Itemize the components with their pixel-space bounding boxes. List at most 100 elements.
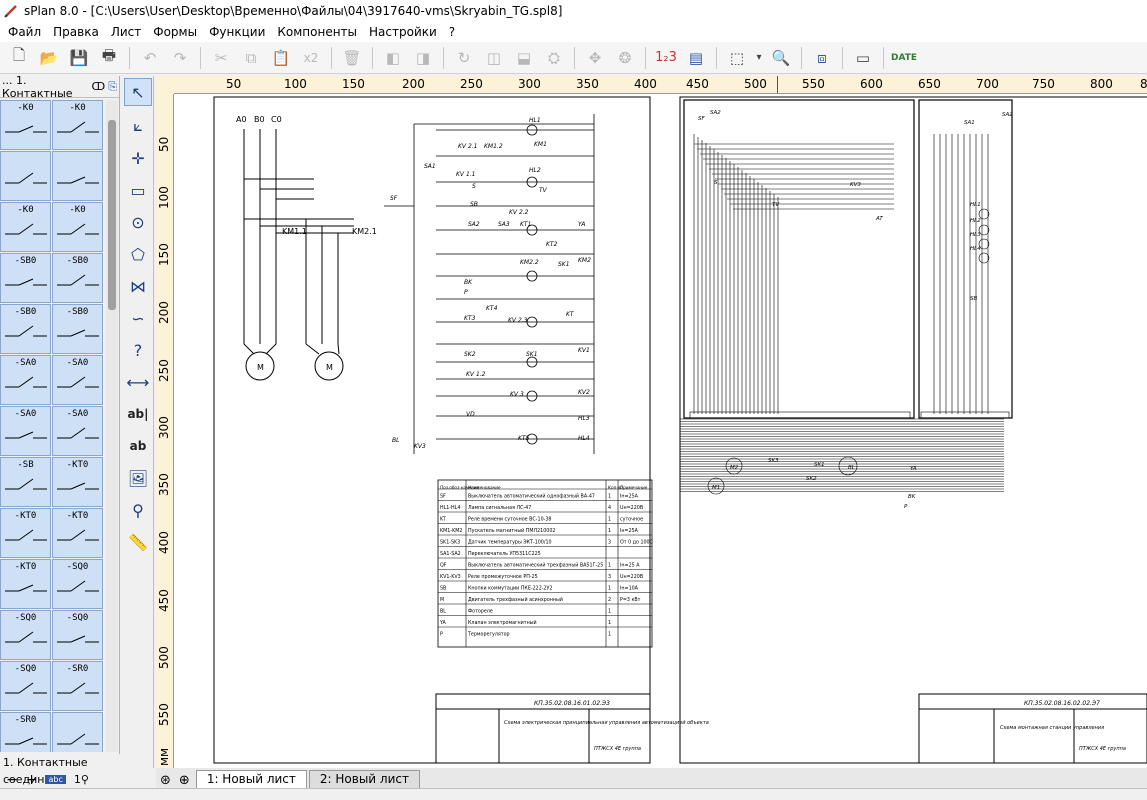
library-component[interactable]	[52, 151, 103, 201]
ruler-corner	[156, 76, 174, 94]
update-icon[interactable]: DATE	[890, 52, 918, 63]
tabs-nav-icon[interactable]: ⊛	[160, 773, 171, 788]
bezier-icon[interactable]: ⋈	[130, 276, 146, 296]
textbox-icon[interactable]: ab	[129, 439, 147, 453]
menu-file[interactable]: Файл	[8, 25, 42, 39]
library-component[interactable]: -SA0	[0, 355, 51, 405]
library-component[interactable]: -SB0	[0, 304, 51, 354]
library-dropdown[interactable]: ... 1. Контактные	[2, 73, 73, 100]
magnifier-icon[interactable]: ⚲	[132, 500, 144, 520]
snap-icon[interactable]: ✥	[588, 48, 602, 67]
library-component[interactable]: -SA0	[0, 406, 51, 456]
library-component[interactable]: -SR0	[0, 712, 51, 752]
library-component[interactable]: -KT0	[0, 559, 51, 609]
text-icon[interactable]: ab|	[127, 407, 149, 421]
menu-functions[interactable]: Функции	[209, 25, 266, 39]
mirror-v-icon[interactable]: ⬓	[516, 48, 532, 67]
redo-icon[interactable]: ↷	[173, 48, 187, 67]
rotate-icon[interactable]: ↻	[457, 48, 471, 67]
library-component[interactable]: -K0	[52, 202, 103, 252]
component-ref-label: KV 1.2	[466, 371, 486, 378]
library-component[interactable]: -SB0	[52, 253, 103, 303]
library-component[interactable]: -SB	[0, 457, 51, 507]
library-component[interactable]	[52, 712, 103, 752]
duplicate-icon[interactable]: x2	[303, 50, 319, 65]
undo-icon[interactable]: ↶	[143, 48, 157, 67]
tab-sheet-2[interactable]: 2: Новый лист	[308, 770, 420, 788]
component-ref-label: SA2	[468, 221, 480, 228]
scroll-thumb[interactable]	[108, 120, 116, 310]
polygon-icon[interactable]: ⬠	[131, 244, 145, 264]
image-icon[interactable]: 🖼	[127, 468, 149, 488]
grid-icon[interactable]: ⬚	[729, 48, 745, 67]
library-component[interactable]: -KT0	[52, 508, 103, 558]
bom-cell: 1	[608, 517, 611, 523]
menu-sheet[interactable]: Лист	[110, 25, 142, 39]
zoom-in-icon[interactable]: +	[25, 771, 38, 788]
menu-help[interactable]: ?	[448, 25, 456, 39]
library-component[interactable]: -SB0	[52, 304, 103, 354]
library-component[interactable]: -SQ0	[52, 559, 103, 609]
send-back-icon[interactable]: ◨	[415, 48, 431, 67]
contact-symbol-icon	[5, 223, 47, 235]
library-component[interactable]: -SR0	[52, 661, 103, 711]
component-list-icon[interactable]: ▤	[688, 48, 704, 67]
measure-icon[interactable]: 📏	[128, 532, 148, 552]
search-icon[interactable]: 1⚲	[73, 773, 89, 786]
library-component[interactable]: -KT0	[52, 457, 103, 507]
fingerprint-icon[interactable]: ❂	[618, 48, 632, 67]
abc-icon[interactable]: abc	[45, 775, 66, 784]
library-pin-icon[interactable]: ⎘	[108, 79, 117, 93]
print-icon[interactable]: 🖶	[101, 46, 117, 64]
copy-icon[interactable]: ⧉	[245, 48, 257, 67]
polyline-icon[interactable]: ⟀	[133, 116, 143, 135]
screen-icon[interactable]: ▭	[855, 48, 871, 67]
junction-icon[interactable]: ✛	[131, 148, 145, 168]
library-component[interactable]: -K0	[0, 100, 51, 150]
component-ref-label: YA	[910, 466, 917, 472]
cut-icon[interactable]: ✂	[214, 48, 228, 67]
mirror-h-icon[interactable]: ◫	[486, 48, 502, 67]
group-icon[interactable]: ⛭	[547, 48, 560, 67]
save-icon[interactable]: 💾	[69, 48, 89, 67]
library-component[interactable]: -K0	[0, 202, 51, 252]
library-component[interactable]: -SA0	[52, 406, 103, 456]
library-component[interactable]	[0, 151, 51, 201]
delete-icon[interactable]: 🗑	[342, 48, 362, 67]
library-component[interactable]: -K0	[52, 100, 103, 150]
tab-sheet-1[interactable]: 1: Новый лист	[195, 770, 307, 788]
new-file-icon[interactable]: 🗋	[12, 46, 26, 64]
bring-front-icon[interactable]: ◧	[385, 48, 401, 67]
circle-icon[interactable]: ⊙	[131, 212, 145, 232]
menu-edit[interactable]: Правка	[53, 25, 99, 39]
grid-dropdown-icon[interactable]: ▾	[756, 52, 762, 63]
tabs-add-icon[interactable]: ⊕	[178, 773, 190, 788]
menu-components[interactable]: Компоненты	[277, 25, 358, 39]
library-component[interactable]: -SB0	[0, 253, 51, 303]
open-folder-icon[interactable]: 📂	[39, 48, 59, 67]
library-selector[interactable]: ... 1. Контактные ↀ ⎘	[0, 73, 119, 100]
library-component-label: -KT0	[14, 562, 37, 572]
dimension-icon[interactable]: ⟷	[126, 372, 150, 392]
library-component[interactable]: -SQ0	[52, 610, 103, 660]
menu-shapes[interactable]: Формы	[153, 25, 198, 39]
rectangle-icon[interactable]: ▭	[130, 180, 146, 200]
library-scrollbar[interactable]	[106, 100, 118, 752]
library-component[interactable]: -SQ0	[0, 661, 51, 711]
layers-icon[interactable]: ⧈	[817, 48, 827, 67]
component-ref-label: SK1	[814, 462, 825, 468]
pointer-icon[interactable]: ↖	[124, 78, 152, 106]
component-ref-label: SK1	[558, 261, 570, 268]
library-component[interactable]: -SA0	[52, 355, 103, 405]
freehand-icon[interactable]: ∽	[131, 308, 145, 328]
zoom-icon[interactable]: 🔍	[771, 48, 791, 67]
zoom-out-icon[interactable]: −	[6, 771, 18, 788]
numbering-icon[interactable]: 1₂3	[655, 50, 677, 65]
library-component[interactable]: -KT0	[0, 508, 51, 558]
menu-settings[interactable]: Настройки	[369, 25, 437, 39]
paste-icon[interactable]: 📋	[271, 48, 291, 67]
component-ref-label: KV 1.1	[456, 171, 476, 178]
library-component[interactable]: -SQ0	[0, 610, 51, 660]
help-icon[interactable]: ?	[133, 340, 143, 360]
